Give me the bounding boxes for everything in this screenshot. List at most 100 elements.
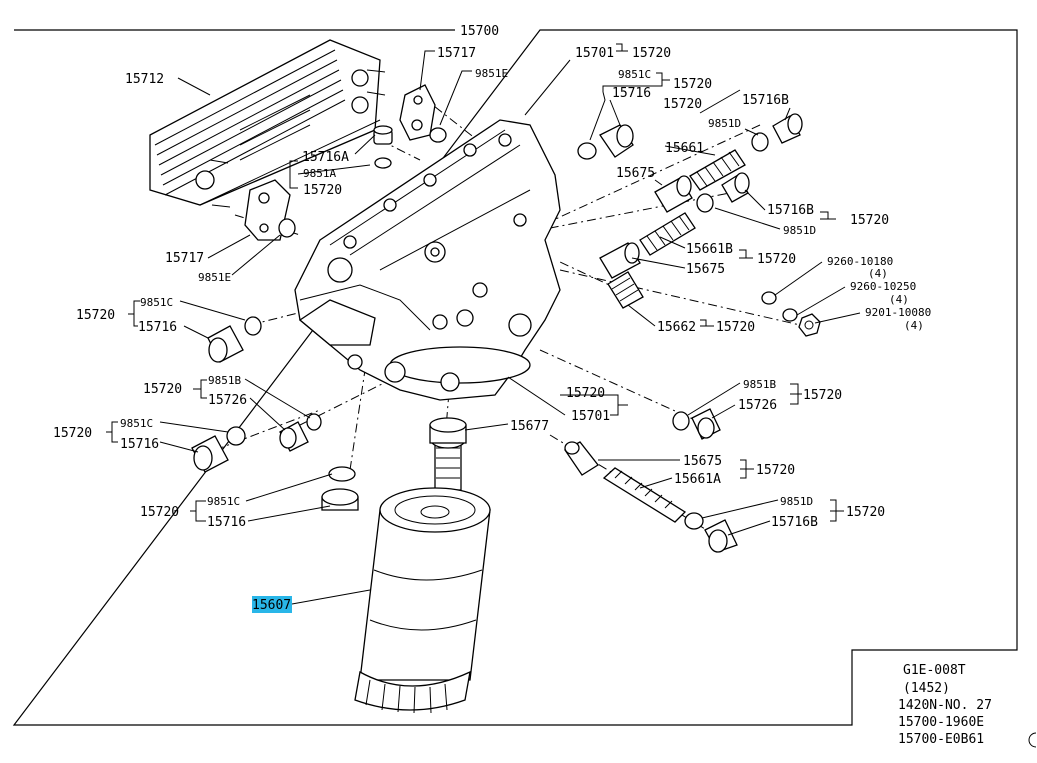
callout-15720-a[interactable]: 15720	[632, 46, 671, 61]
callout-15701-mid[interactable]: 15701	[571, 409, 610, 424]
o-ring-9851c-bot[interactable]	[328, 466, 356, 482]
callout-15717-left[interactable]: 15717	[165, 251, 204, 266]
callout-15726-right[interactable]: 15726	[738, 398, 777, 413]
callout-15717-top[interactable]: 15717	[437, 46, 476, 61]
callout-9851d-mid[interactable]: 9851D	[783, 224, 816, 237]
callout-15677[interactable]: 15677	[510, 419, 549, 434]
callout-15720-d[interactable]: 15720	[303, 183, 342, 198]
callout-15716-bot[interactable]: 15716	[207, 515, 246, 530]
callout-15726-left[interactable]: 15726	[208, 393, 247, 408]
callout-15675-mid[interactable]: 15675	[686, 262, 725, 277]
callout-9851d-low[interactable]: 9851D	[780, 495, 813, 508]
callout-15720-i[interactable]: 15720	[143, 382, 182, 397]
o-ring-9851c-low[interactable]	[226, 426, 246, 446]
callout-15661-top[interactable]: 15661	[665, 141, 704, 156]
callout-9260-10180[interactable]: 9260-10180	[827, 255, 893, 268]
callout-15720-f[interactable]: 15720	[757, 252, 796, 267]
plug-15716-top[interactable]	[599, 124, 634, 158]
callout-15716b-low[interactable]: 15716B	[771, 515, 818, 530]
o-ring-9851d-low[interactable]	[684, 512, 704, 530]
callout-15716a[interactable]: 15716A	[302, 150, 349, 165]
leader-lines	[106, 43, 861, 605]
callout-9851d-top[interactable]: 9851D	[708, 117, 741, 130]
spring-15661[interactable]	[689, 149, 746, 191]
o-ring-9851d-mid[interactable]	[696, 193, 714, 213]
callout-15720-c[interactable]: 15720	[663, 97, 702, 112]
info-line-3: 1420N-NO. 27	[898, 698, 992, 713]
callout-9851b-left[interactable]: 9851B	[208, 374, 241, 387]
callout-15720-m[interactable]: 15720	[756, 463, 795, 478]
plug-15716-bot[interactable]	[321, 488, 359, 511]
washer-9260-10250[interactable]	[782, 308, 798, 322]
plug-15716b-mid[interactable]	[721, 172, 750, 203]
oil-cooler-15712[interactable]	[149, 39, 386, 208]
o-ring-9851d-top[interactable]	[751, 132, 769, 152]
callout-9851e-left[interactable]: 9851E	[198, 271, 231, 284]
plug-15716b-top[interactable]	[772, 113, 803, 144]
callout-9260-10250[interactable]: 9260-10250	[850, 280, 916, 293]
plug-15726-right[interactable]	[691, 408, 721, 440]
callout-15720-l[interactable]: 15720	[53, 426, 92, 441]
o-ring-9851c-left[interactable]	[244, 316, 262, 336]
gasket-15717-left[interactable]	[244, 179, 291, 241]
callout-9851c-top[interactable]: 9851C	[618, 68, 651, 81]
info-box: G1E-008T (1452) 1420N-NO. 27 15700-1960E…	[898, 663, 992, 747]
callout-15720-k[interactable]: 15720	[803, 388, 842, 403]
nut-9201-10080[interactable]	[798, 313, 821, 337]
union-bolt-15677[interactable]	[429, 417, 467, 491]
callout-9851a[interactable]: 9851A	[303, 167, 336, 180]
callout-15720-g[interactable]: 15720	[76, 308, 115, 323]
gasket-9851a[interactable]	[374, 157, 392, 169]
diagram-frame	[12, 29, 1018, 726]
callout-15720-b[interactable]: 15720	[673, 77, 712, 92]
callout-15662[interactable]: 15662	[657, 320, 696, 335]
plug-15662[interactable]	[607, 271, 644, 309]
spring-15661a[interactable]	[602, 467, 687, 523]
callout-15716b-mid[interactable]: 15716B	[767, 203, 814, 218]
callout-9201-10080[interactable]: 9201-10080	[865, 306, 931, 319]
callout-q4-b[interactable]: (4)	[889, 293, 909, 306]
valve-15675-top[interactable]	[654, 175, 693, 213]
callout-15607[interactable]: 15607	[252, 598, 291, 613]
callout-15716b-top[interactable]: 15716B	[742, 93, 789, 108]
o-ring-9851c-top[interactable]	[577, 142, 597, 160]
callout-15720-h[interactable]: 15720	[716, 320, 755, 335]
callout-q4-a[interactable]: (4)	[868, 267, 888, 280]
callout-15716-left[interactable]: 15716	[138, 320, 177, 335]
info-line-4: 15700-1960E	[898, 715, 984, 730]
callout-9851c-low[interactable]: 9851C	[120, 417, 153, 430]
callout-15712[interactable]: 15712	[125, 72, 164, 87]
callout-q4-c[interactable]: (4)	[904, 319, 924, 332]
callout-15720-j[interactable]: 15720	[566, 386, 605, 401]
callout-15720-n[interactable]: 15720	[140, 505, 179, 520]
valve-15675-low[interactable]	[564, 441, 599, 476]
plug-15716-left[interactable]	[207, 325, 244, 363]
callout-15720-o[interactable]: 15720	[846, 505, 885, 520]
callout-15675-low[interactable]: 15675	[683, 454, 722, 469]
o-ring-9851b-left[interactable]	[306, 413, 322, 431]
plug-15716a[interactable]	[373, 125, 393, 145]
plug-15716b-low[interactable]	[704, 519, 738, 553]
valve-15675-mid[interactable]	[599, 242, 641, 279]
callout-9851b-right[interactable]: 9851B	[743, 378, 776, 391]
spring-15661b[interactable]	[639, 212, 696, 256]
plug-15716-low[interactable]	[191, 435, 229, 473]
callout-9851c-left[interactable]: 9851C	[140, 296, 173, 309]
callout-15661a[interactable]: 15661A	[674, 472, 721, 487]
oil-filter-bracket[interactable]	[294, 119, 561, 401]
o-ring-9851e-top[interactable]	[429, 127, 447, 143]
callout-15661b[interactable]: 15661B	[686, 242, 733, 257]
oil-filter-15607[interactable]	[354, 487, 491, 714]
o-ring-9851e-left[interactable]	[278, 218, 296, 238]
callout-15716-low[interactable]: 15716	[120, 437, 159, 452]
callout-15675-top[interactable]: 15675	[616, 166, 655, 181]
o-ring-9851b-right[interactable]	[672, 411, 690, 431]
callout-15720-e[interactable]: 15720	[850, 213, 889, 228]
plug-15726-left[interactable]	[279, 421, 309, 452]
washer-9260-10180[interactable]	[761, 291, 777, 305]
gasket-15717-top[interactable]	[399, 84, 436, 141]
callout-9851e-top[interactable]: 9851E	[475, 67, 508, 80]
callout-15716-top[interactable]: 15716	[612, 86, 651, 101]
callout-15701-top[interactable]: 15701	[575, 46, 614, 61]
callout-9851c-bot[interactable]: 9851C	[207, 495, 240, 508]
